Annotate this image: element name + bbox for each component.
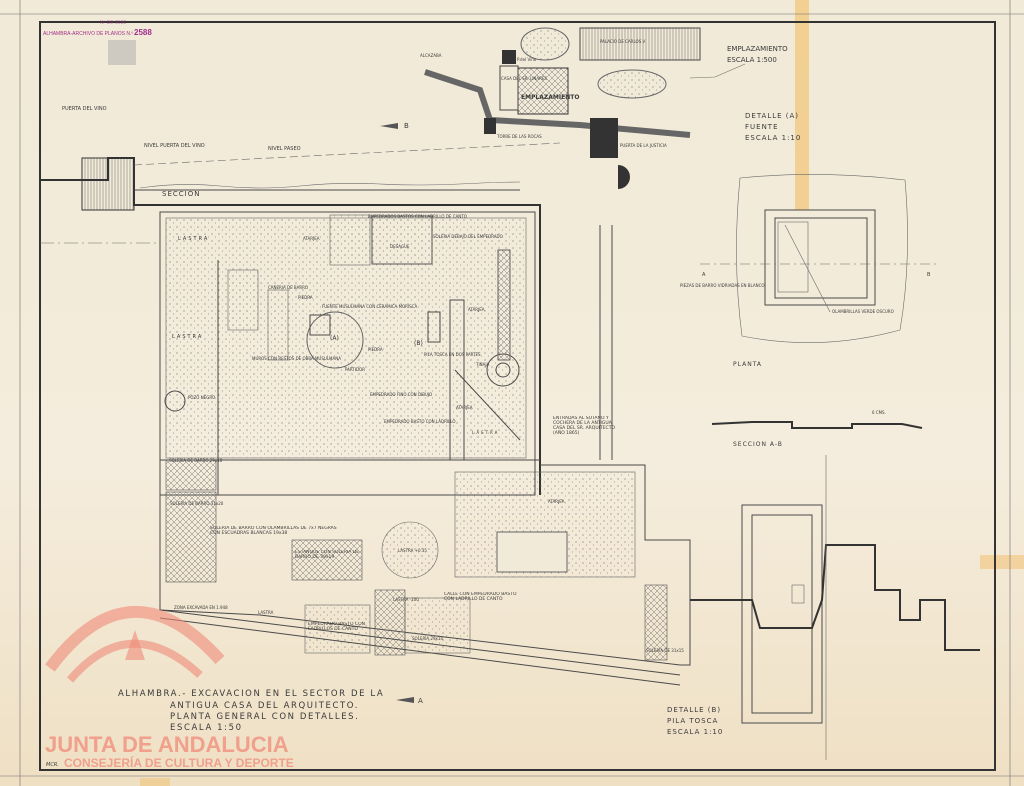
archive-stamp: ALHAMBRA-ARCHIVO DE PLANOS N.º 2588 Nº D… — [43, 20, 152, 65]
drawing-label: (B) — [414, 340, 423, 347]
drawing-label: CASA DEL SR. LINARES — [501, 76, 547, 81]
pila-b — [427, 311, 441, 343]
tape-strip — [795, 0, 809, 210]
drawing-label: EMPEDRADO FINO CON DIBUJO — [370, 392, 432, 397]
drawing-label: PIEZAS DE BARRO VIDRIADAS EN BLANCO — [680, 283, 765, 288]
drawing-label: ESCALA 1:50 — [170, 723, 243, 733]
drawing-label: 6 CMS. — [872, 410, 886, 415]
drawing-label: SOLERIA DE BARRO 29x10 — [169, 458, 223, 463]
tape-strip — [980, 555, 1024, 569]
drawing-label: DESAGUE — [390, 244, 410, 249]
estanque-label: ESTANQUE CON SOLERIA DE BARRO DE 39x19 — [295, 550, 360, 560]
drawing-label: MCR. — [46, 762, 59, 768]
drawing-label: DETALLE (A) — [745, 112, 799, 120]
drawing-label: PIEDRA — [298, 295, 313, 300]
drawing-label: ALCAZABA — [420, 53, 442, 58]
site-plan: ALCAZABA PALACIO DE CARLOS V P.del Vino … — [420, 27, 788, 189]
drawing-label: A — [418, 697, 423, 705]
drawing-label: LASTRA — [178, 236, 209, 242]
drawing-label: TINAJA — [475, 362, 489, 367]
drawing-label: PALACIO DE CARLOS V — [600, 39, 646, 44]
section-drawing: PUERTA DEL VINO NIVEL PUERTA DEL VINO NI… — [40, 106, 561, 705]
tape-strip — [140, 778, 170, 786]
drawing-label: CONSEJERÍA DE CULTURA Y DEPORTE — [64, 755, 294, 770]
drawing-label: NIVEL PUERTA DEL VINO — [144, 143, 205, 149]
drawing-label: ZONA EXCAVADA EN 1.948 — [174, 605, 228, 610]
drawing-label: CAÑERIA DE BARRO — [268, 285, 308, 290]
drawing-label: NIVEL PASEO — [268, 146, 301, 152]
drawing-label: ANTIGUA CASA DEL ARQUITECTO. — [170, 701, 359, 711]
drawing-label: PUERTA DE LA JUSTICIA — [620, 143, 667, 148]
drawing-label: ATARJEA — [456, 405, 473, 410]
drawing-label: EMPEDRADO BASTO CON LADRILLO — [384, 419, 456, 424]
drawing-label: SECCION — [162, 190, 200, 198]
drawing-label: ATARJEA — [303, 236, 320, 241]
drawing-label: 2588 — [134, 28, 152, 37]
drawing-label: PLANTA GENERAL CON DETALLES. — [170, 712, 359, 722]
drawing-label: JUNTA DE ANDALUCIA — [45, 732, 289, 757]
drawing-label: PIEDRA — [368, 347, 383, 352]
calle-label: CALLE CON EMPEDRADO BASTO CON LADRILLO D… — [444, 592, 517, 602]
drawing-label: A — [702, 272, 706, 278]
drawing-label: (A) — [330, 335, 339, 342]
drawing-label: ESCALA 1:500 — [727, 56, 777, 64]
drawing-label: TORRE DE LAS ROCAS — [496, 134, 542, 139]
drawing-label: LASTRA — [258, 610, 274, 615]
title-block: ALHAMBRA.- EXCAVACION EN EL SECTOR DE LA… — [46, 689, 384, 768]
drawing-label: SECCION A-B — [733, 441, 783, 448]
drawing-label: PILA TOSCA EN DOS PARTES — [424, 352, 481, 357]
drawing-label: FUENTE — [745, 123, 779, 131]
drawing-label: PLANTA — [733, 361, 762, 368]
main-plan: LASTRA LASTRA ATARJEA ATARJEA EMPEDRADOS… — [159, 211, 691, 686]
drawing-label: Nº DE 2592 — [100, 20, 127, 26]
drawing-label: P.del Vino — [517, 57, 537, 62]
drawing-label: PUERTA DEL VINO — [62, 106, 107, 112]
detail-a-fountain: DETALLE (A) FUENTE ESCALA 1:10 A B PIEZA… — [680, 112, 940, 448]
watermark-logo: JUNTA DE ANDALUCIA CONSEJERÍA DE CULTURA… — [45, 606, 294, 770]
drawing-label: LASTRA +0.35 — [398, 548, 427, 553]
drawing-label: FUENTE MUSULMANA CON CERAMICA MORISCA — [322, 304, 417, 309]
drawing-label: LASTRA — [472, 430, 499, 435]
fountain-a — [309, 314, 331, 336]
drawing-label: PARTIDOR — [345, 367, 365, 372]
drawing-label: ATARJEA — [548, 499, 565, 504]
drawing-label: SOLERIA 29x14 — [412, 636, 443, 641]
drawing-label: OLAMBRILLAS VERDE OSCURO — [832, 309, 894, 314]
drawing-label: B — [404, 122, 409, 130]
soleria-label: SOLERIA DE BARRO CON OLAMBRILLAS DE 7x7 … — [210, 526, 337, 536]
entradas-label: ENTRADAS AL SOTANO Y COCHERA DE LA ANTIG… — [553, 416, 615, 436]
drawing-label: EMPLAZAMIENTO — [521, 94, 579, 101]
drawing-label: SOLERIA DE BARRO 31x20 — [170, 501, 224, 506]
drawing-label: EMPEDRADOS BASTOS CON LADRILLO DE CANTO — [368, 214, 467, 219]
drawing-label: PILA TOSCA — [667, 717, 718, 725]
drawing-label: ALHAMBRA-ARCHIVO DE PLANOS N.º — [43, 31, 133, 37]
drawing-label: ESCALA 1:10 — [745, 134, 801, 142]
drawing-label: SOLERIA DEBAJO DEL EMPEDRADO — [433, 234, 503, 239]
empedrado-label: EMPEDRADO BASTO CON LADRILLOS DE CANTO — [308, 622, 366, 632]
drawing-label: MUROS CON RESTOS DE OBRA MUSULMANA — [252, 356, 341, 361]
drawing-label: ALHAMBRA.- EXCAVACION EN EL SECTOR DE LA — [118, 689, 384, 699]
drawing-label: LASTRA -100 — [393, 597, 419, 602]
drawing-label: ESCALA 1:10 — [667, 728, 723, 736]
drawing-label: POZO NEGRO — [188, 395, 215, 400]
drawing-label: DETALLE (B) — [667, 706, 721, 714]
drawing-label: EMPLAZAMIENTO — [727, 45, 788, 53]
drawing-label: ATARJEA — [468, 307, 485, 312]
drawing-label: SOLERIA DE 31x15 — [646, 648, 684, 653]
detail-b-pila-tosca: DETALLE (B) PILA TOSCA ESCALA 1:10 — [667, 455, 980, 760]
drawing-label: LASTRA — [172, 334, 203, 340]
drawing-label: B — [927, 272, 931, 278]
